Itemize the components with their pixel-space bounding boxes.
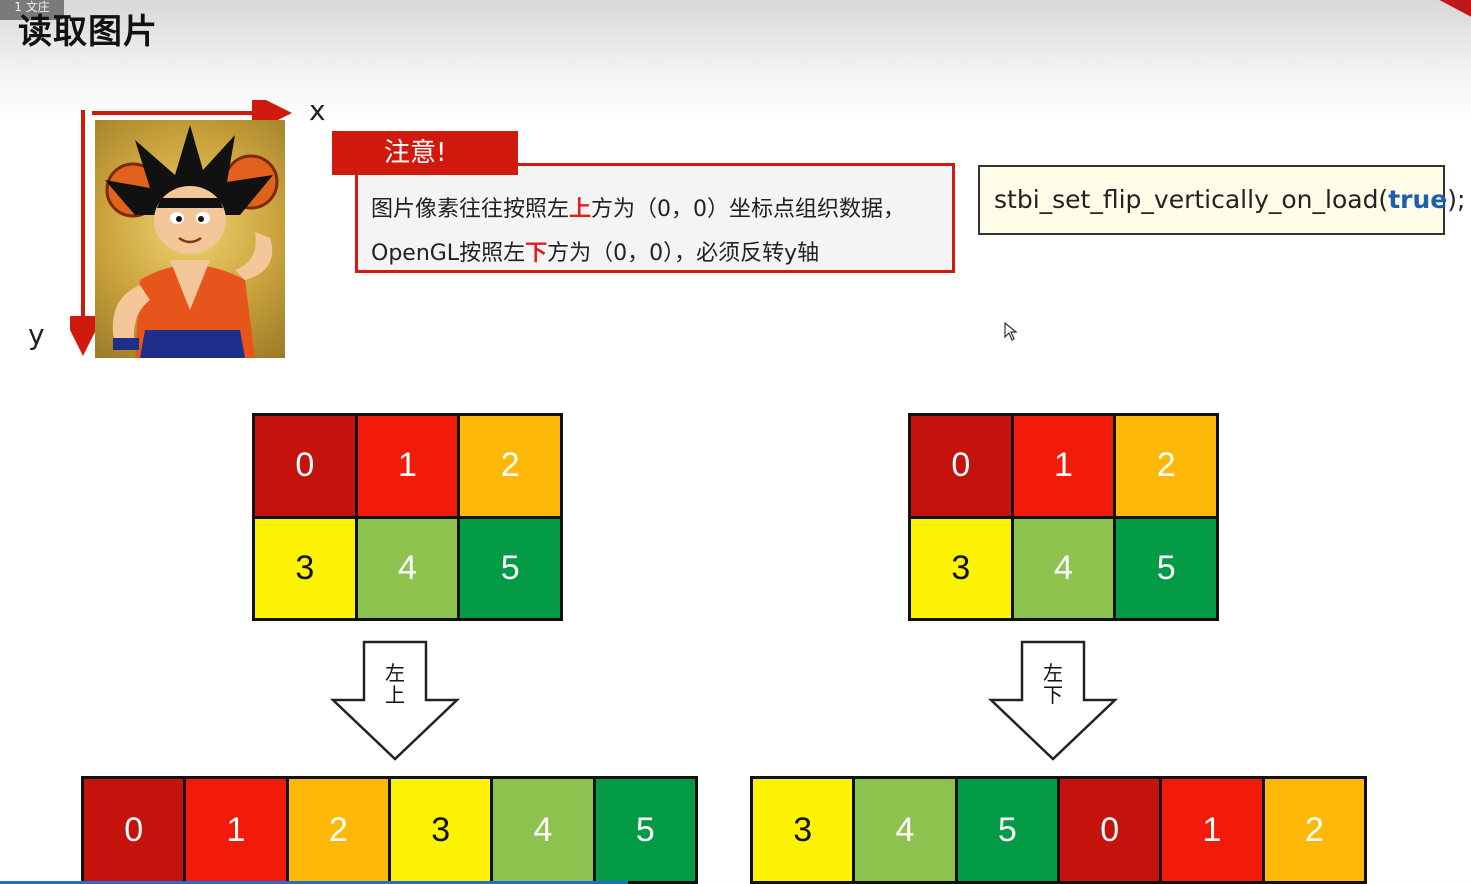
x-axis-label: x [309,94,326,127]
corner-tab: 1 文庄 [0,0,64,20]
grid-cell: 0 [911,416,1011,516]
grid-cell: 4 [357,518,458,618]
left-arrow-label: 左上 [385,661,405,707]
row-cell: 5 [595,779,695,881]
row-cell: 0 [84,779,184,881]
left-down-arrow [330,640,460,761]
grid-cell: 0 [255,416,355,516]
row-cell: 2 [1264,779,1364,881]
mouse-cursor-icon [1004,322,1018,341]
slide-title: 读取图片 [18,12,158,52]
note-box: 图片像素往往按照左上方为（0，0）坐标点组织数据， OpenGL按照左下方为（0… [355,163,955,273]
grid-cell: 2 [460,416,560,516]
right-linear-row: 3 4 5 0 1 2 [750,776,1367,884]
row-cell: 4 [493,779,593,881]
grid-cell: 3 [255,518,355,618]
grid-cell: 3 [911,518,1011,618]
left-linear-row: 0 1 2 3 4 5 [81,776,698,884]
grid-cell: 5 [460,518,560,618]
right-pixel-grid: 0 1 2 3 4 5 [908,413,1219,621]
row-cell: 4 [855,779,955,881]
row-cell: 3 [391,779,491,881]
grid-cell: 2 [1116,416,1216,516]
grid-cell: 1 [1013,416,1114,516]
grid-cell: 4 [1013,518,1114,618]
row-cell: 3 [753,779,853,881]
note-line-2: OpenGL按照左下方为（0，0），必须反转y轴 [371,241,820,266]
grid-cell: 5 [1116,518,1216,618]
y-axis-label: y [28,318,45,351]
row-cell: 5 [957,779,1057,881]
corner-decoration [1420,0,1471,28]
note-tag: 注意! [332,131,518,175]
right-arrow-label: 左下 [1043,661,1063,707]
right-down-arrow [988,640,1118,761]
row-cell: 2 [288,779,388,881]
row-cell: 0 [1060,779,1160,881]
note-line-1: 图片像素往往按照左上方为（0，0）坐标点组织数据， [371,197,906,222]
video-progress-line [0,881,628,884]
row-cell: 1 [186,779,286,881]
axes-diagram [70,100,292,356]
row-cell: 1 [1162,779,1262,881]
grid-cell: 1 [357,416,458,516]
code-snippet: stbi_set_flip_vertically_on_load(true); [978,165,1465,235]
character-image [95,120,285,358]
left-pixel-grid: 0 1 2 3 4 5 [252,413,563,621]
